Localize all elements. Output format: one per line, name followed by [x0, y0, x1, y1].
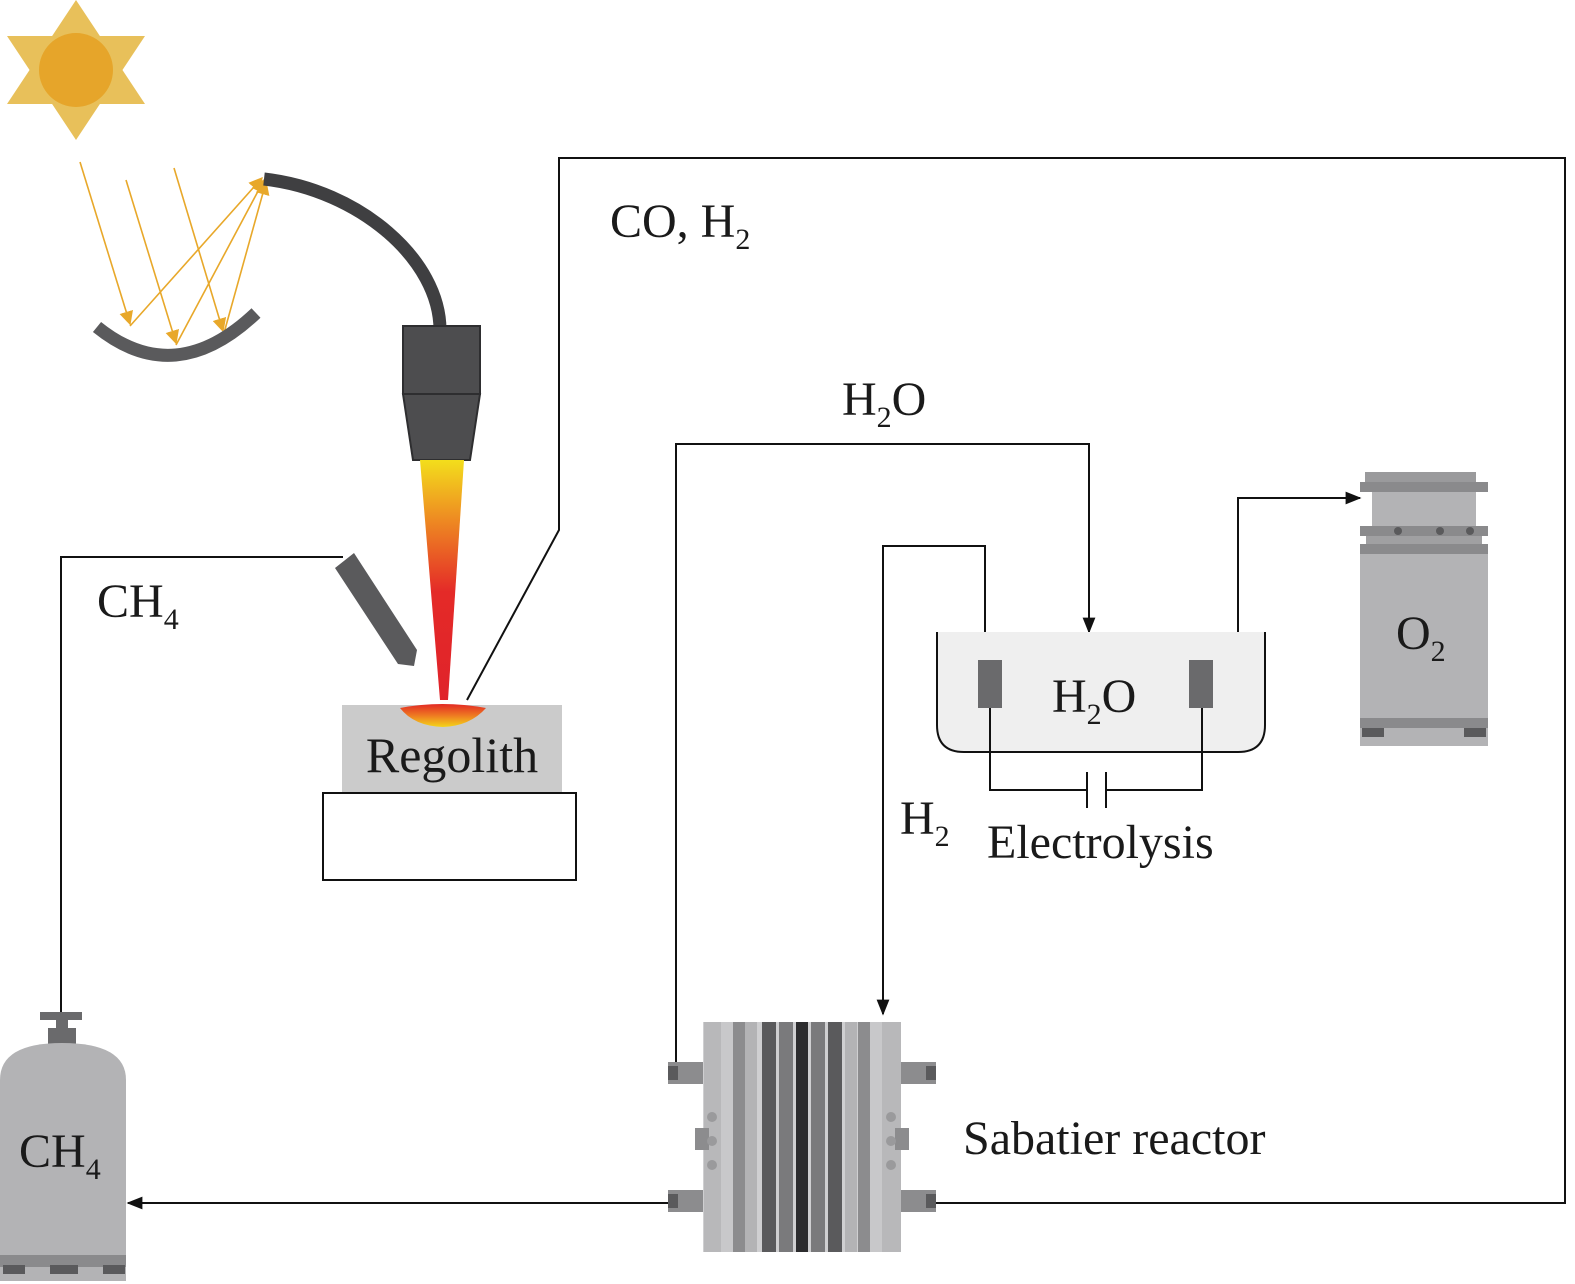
reactor-stack-icon	[668, 1022, 936, 1252]
optical-fiber-icon	[263, 172, 447, 331]
h2o-cell-label: H2O	[1052, 670, 1136, 731]
laser-beam	[420, 460, 464, 700]
capacitor-symbol-icon	[1086, 772, 1107, 808]
electrolysis-label: Electrolysis	[987, 816, 1214, 869]
concentrator-dish-icon	[92, 308, 261, 362]
sensor-probe-icon	[335, 553, 417, 666]
co-h2-label: CO, H2	[610, 195, 750, 256]
oxygen-tank-icon	[1360, 472, 1488, 746]
h2-line	[876, 545, 986, 1016]
co-h2-line	[466, 157, 1566, 1204]
regolith-label: Regolith	[366, 727, 538, 783]
h2-line-label: H2	[900, 792, 950, 853]
electrode-icon	[1189, 660, 1213, 708]
o2-line	[1237, 491, 1362, 632]
h2o-line-label: H2O	[842, 373, 926, 434]
ch4-line	[60, 556, 343, 1012]
h2o-line	[675, 443, 1096, 1078]
electrolysis-cell	[936, 632, 1266, 808]
sun-rays	[79, 161, 270, 346]
ch4-tank-label: CH4	[19, 1125, 101, 1186]
electrode-icon	[978, 660, 1002, 708]
regolith-block	[322, 704, 577, 881]
o2-label: O2	[1396, 607, 1446, 668]
sabatier-reactor-label: Sabatier reactor	[963, 1112, 1266, 1165]
sun-icon	[7, 0, 145, 140]
gas-cylinder-icon	[0, 1012, 126, 1281]
beam-head-icon	[401, 325, 482, 461]
ch4-line-label: CH4	[97, 575, 179, 636]
